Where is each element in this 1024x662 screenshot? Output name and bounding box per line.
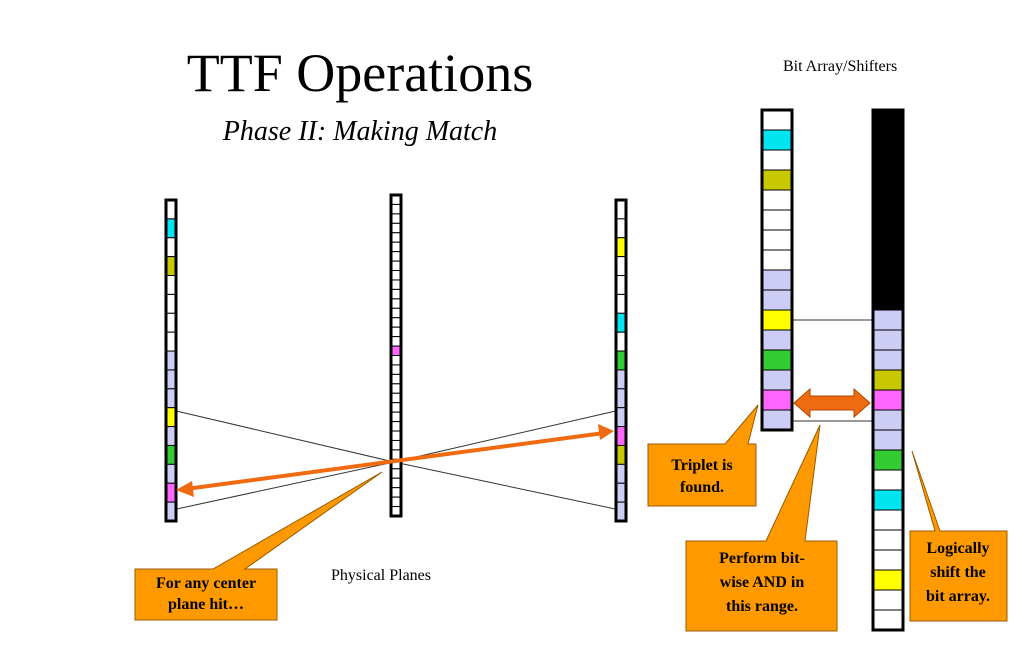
bit-array-cell	[761, 309, 793, 331]
callout-triplet: Triplet is found.	[647, 404, 759, 507]
physical-planes-label: Physical Planes	[331, 567, 431, 584]
callout-shift-line-2: shift the	[930, 564, 986, 581]
bit-array-cell	[761, 269, 793, 291]
track-lines	[171, 319, 875, 511]
callout-triplet-line-2: found.	[680, 479, 724, 496]
shifter-cell	[872, 309, 904, 331]
match-arrow-line	[185, 431, 605, 491]
shifter-cell	[873, 250, 903, 270]
bit-array-cell	[761, 329, 793, 351]
bit-array-cell	[761, 409, 793, 431]
shifter-cell	[872, 429, 904, 451]
shifter-cell	[873, 110, 903, 130]
right-plane-strip	[614, 198, 628, 523]
bit-array-cell	[761, 129, 793, 151]
shifter-strip	[871, 108, 905, 632]
callout-center-hit: For any center plane hit…	[134, 471, 383, 621]
bit-array-cell	[761, 369, 793, 391]
shifter-cell	[872, 409, 904, 431]
callout-bitwise-and-line-1: Perform bit-	[719, 550, 805, 567]
bit-array-cell	[761, 169, 793, 191]
shifter-cell	[872, 329, 904, 351]
left-plane-border	[164, 198, 178, 523]
callout-shift-line-3: bit array.	[926, 588, 990, 605]
track-line-lower-right	[393, 461, 621, 511]
shifter-cell	[872, 389, 904, 411]
shifter-cell	[873, 230, 903, 250]
shifter-cell	[873, 170, 903, 190]
bit-array-border	[760, 108, 794, 432]
match-arrow-head-left	[176, 481, 194, 497]
bit-array-cell	[761, 209, 793, 231]
shifter-cell	[872, 589, 904, 611]
shifter-cell	[872, 469, 904, 491]
shifter-cell	[872, 509, 904, 531]
shifter-cell	[873, 190, 903, 210]
shifter-cell	[873, 150, 903, 170]
callout-bitwise-and: Perform bit- wise AND in this range.	[685, 424, 838, 632]
callout-center-hit-line-1: For any center	[156, 575, 256, 592]
bit-array-cell	[761, 189, 793, 211]
page-subtitle: Phase II: Making Match	[222, 116, 498, 147]
page-title: TTF Operations	[186, 43, 534, 103]
bit-array-cell	[761, 109, 793, 131]
bit-array-cell	[761, 229, 793, 251]
shifter-border	[871, 108, 905, 632]
bit-array-cell	[761, 249, 793, 271]
track-line-upper-right	[393, 409, 621, 463]
and-range-double-arrow	[793, 387, 871, 419]
shifter-cell	[872, 529, 904, 551]
shifter-cell	[872, 349, 904, 371]
bit-array-strip	[760, 108, 794, 432]
callout-bitwise-and-line-3: this range.	[726, 598, 798, 615]
callout-shift: Logically shift the bit array.	[909, 450, 1008, 622]
bit-array-cell	[761, 389, 793, 411]
shifter-cell	[872, 449, 904, 471]
center-plane-strip	[389, 193, 403, 518]
bit-array-shifters-label: Bit Array/Shifters	[783, 58, 898, 75]
center-plane-border	[389, 193, 403, 518]
shifter-cell	[873, 290, 903, 310]
shifter-cell	[872, 489, 904, 511]
bit-array-cell	[761, 349, 793, 371]
left-plane-strip	[164, 198, 178, 523]
match-arrow-head-right	[598, 424, 614, 440]
callout-shift-line-1: Logically	[926, 540, 989, 557]
right-plane-border	[614, 198, 628, 523]
shifter-cell	[872, 569, 904, 591]
shifter-cell	[873, 130, 903, 150]
callout-bitwise-and-line-2: wise AND in	[720, 574, 805, 591]
track-line-lower-left	[171, 461, 395, 511]
shifter-cell	[873, 270, 903, 290]
bit-array-cell	[761, 149, 793, 171]
shifter-cell	[872, 369, 904, 391]
match-arrows	[176, 387, 871, 497]
shifter-cell	[872, 549, 904, 571]
callout-triplet-line-1: Triplet is	[671, 457, 732, 474]
track-line-upper-left	[171, 409, 395, 463]
bit-array-cell	[761, 289, 793, 311]
callout-center-hit-line-2: plane hit…	[168, 596, 244, 613]
shifter-cell	[872, 609, 904, 631]
shifter-cell	[873, 210, 903, 230]
